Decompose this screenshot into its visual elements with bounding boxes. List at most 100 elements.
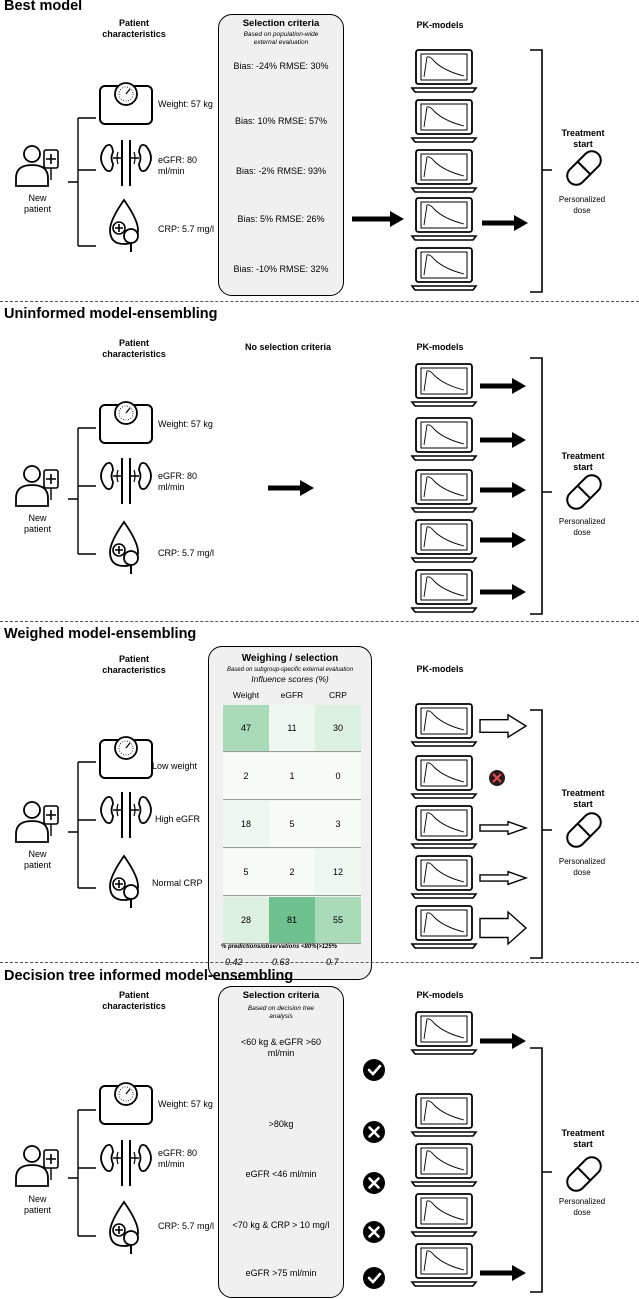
box-subtitle-2: Influence scores (%)	[251, 674, 329, 684]
pill-icon	[566, 1156, 602, 1192]
patient-icon	[15, 145, 59, 187]
panel-weighed: Weighed model-ensembling Patient charact…	[0, 624, 639, 980]
criterion: Bias: -2% RMSE: 93%	[235, 166, 327, 176]
panel-title: Best model	[4, 0, 83, 14]
influence-cell: 12	[315, 849, 361, 896]
panel-uninformed: Uninformed model-ensembling Patient char…	[0, 304, 639, 620]
influence-cell: 11	[269, 705, 315, 752]
criterion: <70 kg & CRP > 10 mg/l	[232, 1220, 330, 1230]
scale-icon	[99, 736, 153, 779]
treatment-start-label: Treatment start	[561, 128, 605, 149]
bracket-right	[530, 1047, 552, 1293]
weighted-arrow	[479, 713, 528, 739]
pk-models-header: PK-models	[416, 342, 464, 352]
treatment-start-label: Treatment start	[561, 788, 605, 809]
kidney-icon	[100, 792, 152, 838]
personalized-dose-label: Personalized dose	[558, 857, 606, 877]
panel-graphics	[15, 703, 602, 959]
scale-icon	[99, 82, 153, 125]
decision-marks	[363, 1059, 385, 1289]
treatment-start-label: Treatment start	[561, 1128, 605, 1149]
check-mark	[367, 1064, 382, 1076]
drop-icon	[109, 854, 139, 908]
patient-icon	[15, 465, 59, 507]
cross-mark	[368, 1177, 380, 1189]
weighted-arrows	[479, 713, 529, 946]
kidney-icon	[100, 140, 152, 186]
patient-icon	[15, 801, 59, 843]
kidney-icon	[100, 458, 152, 504]
pk-models-header: PK-models	[416, 20, 464, 30]
influence-cell: 18	[223, 801, 269, 848]
bracket-left	[68, 117, 96, 247]
panel-best-model: Best model Patient characteristics PK-mo…	[0, 0, 639, 300]
laptop-column	[410, 1011, 478, 1287]
patient-characteristics-header: Patient characteristics	[102, 990, 166, 1011]
panel-title: Uninformed model-ensembling	[4, 306, 218, 322]
laptop-column	[410, 49, 478, 291]
drop-icon	[109, 1200, 139, 1254]
box-title: Selection criteria	[242, 18, 320, 29]
bracket-right	[530, 709, 552, 959]
new-patient-label: New patient	[24, 513, 52, 534]
pk-models-header: PK-models	[416, 664, 464, 674]
excluded-cross	[492, 773, 502, 783]
weight-label: Weight: 57 kg	[158, 1099, 213, 1109]
pill-icon	[566, 150, 602, 186]
panel-graphics	[15, 1011, 602, 1293]
criterion: >80kg	[268, 1119, 294, 1129]
weighted-arrow	[479, 820, 529, 836]
selected-arrows	[480, 1033, 526, 1281]
arrow-to-model	[352, 211, 404, 227]
check-icon	[363, 1059, 385, 1081]
arrow-from-model	[482, 215, 528, 231]
personalized-dose-label: Personalized dose	[558, 1197, 606, 1217]
panel-graphics	[15, 49, 602, 293]
check-mark	[367, 1272, 382, 1284]
box-subtitle: Based on subgroup-specific external eval…	[226, 667, 354, 673]
check-icon	[363, 1267, 385, 1289]
influence-cell: 1	[269, 753, 315, 800]
selection-criteria-box: Selection criteria Based on decision tre…	[218, 986, 344, 1298]
pill-icon	[566, 474, 602, 510]
bracket-left	[68, 761, 96, 889]
criterion: Bias: -10% RMSE: 32%	[233, 264, 329, 274]
laptop-column	[410, 703, 478, 949]
weight-label: Weight: 57 kg	[158, 419, 213, 429]
influence-cell: 81	[269, 897, 315, 944]
cross-mark	[368, 1126, 380, 1138]
footer-note: % predictions/observations <80%|>125%	[221, 944, 338, 950]
criterion: <60 kg & eGFR >60 ml/min	[240, 1037, 322, 1058]
bracket-left	[68, 1109, 96, 1237]
panel-decision-tree: Decision tree informed model-ensembling …	[0, 966, 639, 1299]
influence-cell: 2	[223, 753, 269, 800]
patient-characteristics-header: Patient characteristics	[102, 654, 166, 675]
column-header-weight: Weight	[232, 690, 260, 700]
criterion: Bias: -24% RMSE: 30%	[233, 61, 329, 71]
patient-characteristics-header: Patient characteristics	[102, 338, 166, 359]
subgroup-label: Normal CRP	[152, 878, 203, 888]
cross-mark	[368, 1226, 380, 1238]
separator	[0, 301, 639, 302]
box-subtitle: Based on population-wide external evalua…	[243, 31, 319, 46]
panel-title: Decision tree informed model-ensembling	[4, 968, 294, 984]
egfr-label: eGFR: 80 ml/min	[158, 471, 198, 492]
column-header-crp: CRP	[329, 690, 347, 700]
influence-cell: 47	[223, 705, 269, 752]
criterion: Bias: 5% RMSE: 26%	[237, 214, 325, 224]
subgroup-label: Low weight	[152, 761, 198, 771]
laptop-column	[410, 363, 478, 613]
weighted-arrow	[479, 870, 529, 886]
weight-label: Weight: 57 kg	[158, 99, 213, 109]
arrow-mid	[268, 480, 314, 496]
criterion: eGFR <46 ml/min	[245, 1169, 317, 1179]
new-patient-label: New patient	[24, 1194, 52, 1215]
influence-cell: 30	[315, 705, 361, 752]
egfr-label: eGFR: 80 ml/min	[158, 155, 198, 176]
new-patient-label: New patient	[24, 193, 52, 214]
influence-cell: 3	[315, 801, 361, 848]
weighing-box: Weighing / selection Based on subgroup-s…	[208, 646, 372, 980]
influence-cell: 2	[269, 849, 315, 896]
influence-cell: 28	[223, 897, 269, 944]
influence-cell: 5	[223, 849, 269, 896]
